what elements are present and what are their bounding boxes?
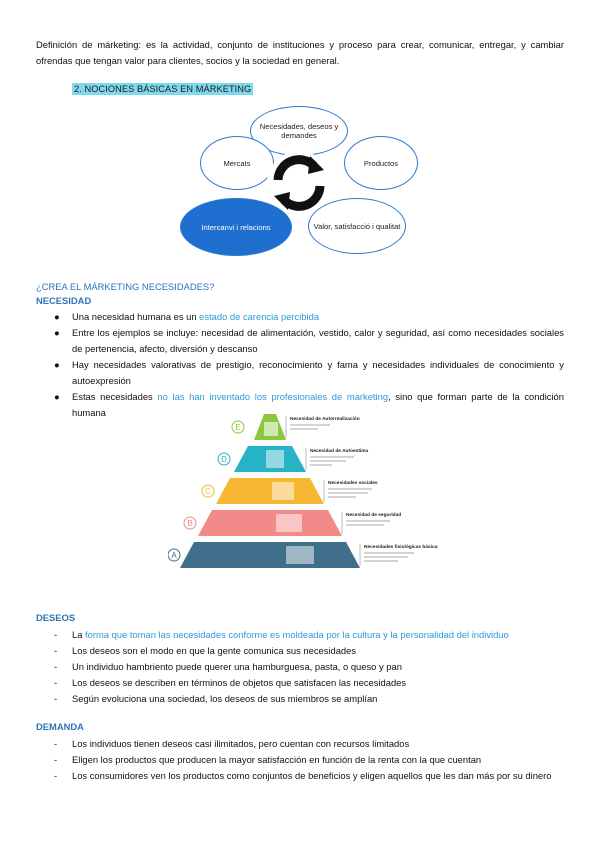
- pyramid-label-a: Necesidades fisiológicas básicas: [364, 544, 438, 550]
- list-item: -Los consumidores ven los productos como…: [54, 770, 552, 781]
- letter-a: A: [171, 551, 177, 560]
- demanda-list: -Los individuos tienen deseos casi ilimi…: [54, 736, 564, 784]
- list-item: ●Entre los ejemplos se incluye: necesida…: [54, 327, 564, 354]
- list-item: -La forma que toman las necesidades conf…: [54, 629, 509, 640]
- deseos-list: -La forma que toman las necesidades conf…: [54, 627, 564, 707]
- pyramid-label-c: Necesidades sociales: [328, 480, 378, 486]
- pyramid-level-a: [180, 542, 360, 568]
- maslow-pyramid-image: E D C B A Necesidad de Autorrealización …: [168, 414, 438, 568]
- section-heading: 2. NOCIONES BÁSICAS EN MÁRKETING: [72, 83, 254, 95]
- cycle-item-value: Valor, satisfacció i qualitat: [308, 198, 406, 254]
- list-item: ●Hay necesidades valorativas de prestigi…: [54, 359, 564, 386]
- list-item: -Los individuos tienen deseos casi ilimi…: [54, 738, 410, 749]
- list-item: ●Una necesidad humana es un estado de ca…: [54, 311, 320, 322]
- letter-d: D: [221, 455, 227, 464]
- marketing-cycle-diagram: Necesidades, deseos y demandes Productos…: [170, 104, 432, 256]
- pyramid-level-b: [198, 510, 342, 536]
- deseos-title: DESEOS: [36, 612, 76, 623]
- letter-b: B: [187, 519, 192, 528]
- list-item: -Eligen los productos que producen la ma…: [54, 754, 482, 765]
- list-item: ●Estas necesidades no las han inventado …: [54, 391, 564, 418]
- question-heading: ¿CREA EL MÁRKETING NECESIDADES?: [36, 281, 215, 292]
- pyramid-label-b: Necesidad de seguridad: [346, 512, 401, 518]
- demanda-title: DEMANDA: [36, 721, 84, 732]
- list-item: -Los deseos se describen en términos de …: [54, 677, 407, 688]
- necesidad-title: NECESIDAD: [36, 295, 92, 306]
- list-item: -Según evoluciona una sociedad, los dese…: [54, 693, 378, 704]
- pyramid-label-d: Necesidad de Autoestima: [310, 448, 369, 454]
- necesidad-list: ●Una necesidad humana es un estado de ca…: [54, 309, 564, 421]
- letter-e: E: [235, 423, 240, 432]
- cycle-arrows-icon: [267, 151, 331, 215]
- list-item: -Un individuo hambriento puede querer un…: [54, 661, 402, 672]
- cycle-item-products: Productos: [344, 136, 418, 190]
- cycle-item-exchange: Intercanvi i relacions: [180, 198, 292, 256]
- letter-c: C: [205, 487, 211, 496]
- definition-paragraph: Definición de márketing: es la actividad…: [36, 39, 564, 66]
- cycle-item-markets: Mercats: [200, 136, 274, 190]
- pyramid-label-e: Necesidad de Autorrealización: [290, 416, 360, 422]
- list-item: -Los deseos son el modo en que la gente …: [54, 645, 357, 656]
- pyramid-level-c: [216, 478, 324, 504]
